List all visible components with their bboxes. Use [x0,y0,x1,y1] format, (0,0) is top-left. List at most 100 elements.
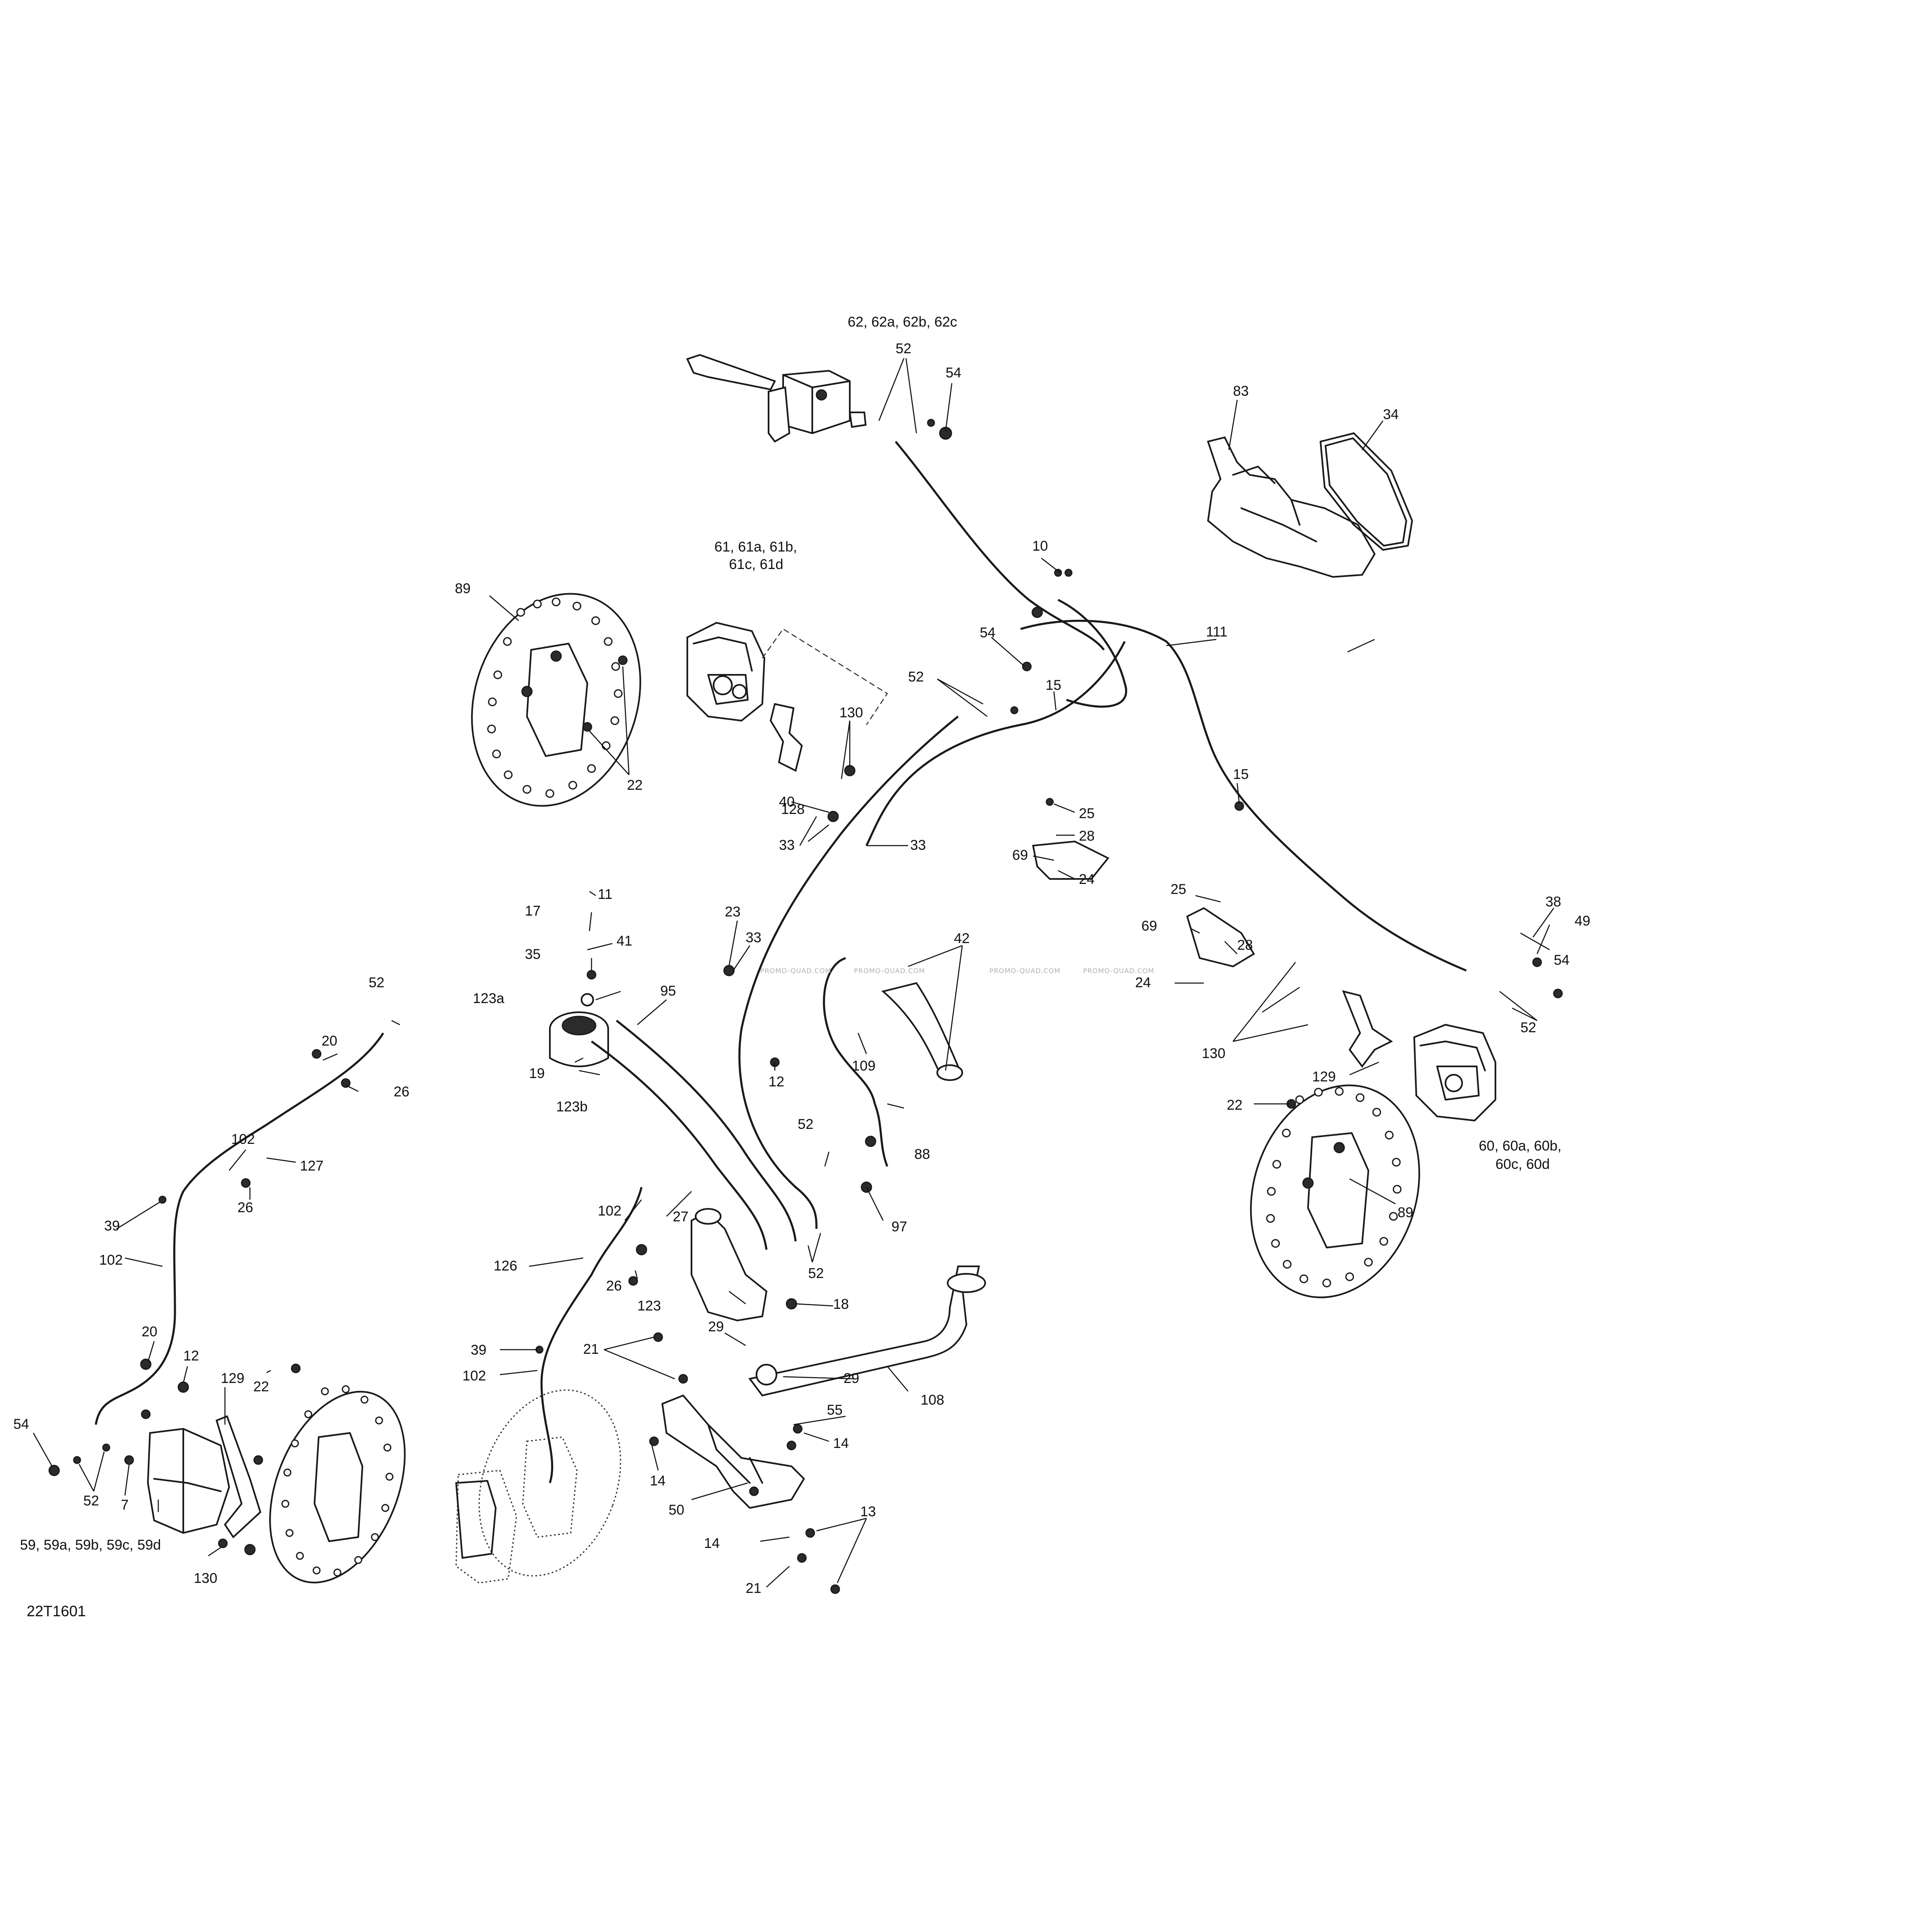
callout-14: 14 [704,1535,720,1551]
callout-52: 52 [808,1266,824,1281]
master-cylinder-rear [691,1208,768,1322]
callout-102: 102 [462,1368,486,1384]
callout-49: 49 [1575,913,1590,929]
callout-29: 29 [708,1319,724,1335]
callout-39: 39 [104,1218,120,1234]
fasteners [48,419,1563,1594]
callout-54: 54 [13,1416,29,1432]
callout-33: 33 [910,837,926,853]
callout-130: 130 [839,705,863,721]
brake-disc-rear-left [269,1385,406,1584]
pedal-bracket [661,1394,805,1509]
callout-17: 17 [525,903,541,919]
line-clamp-69-upper [1032,840,1110,880]
callout-130: 130 [1202,1046,1226,1061]
callout-54: 54 [1554,952,1570,968]
reservoir-hose [591,1020,797,1250]
callout-24: 24 [1079,871,1095,887]
callout-60: 60, 60a, 60b, [1479,1138,1562,1154]
callout-20: 20 [322,1033,337,1049]
callout-15: 15 [1233,766,1249,782]
callout-28: 28 [1079,828,1095,844]
callout-38: 38 [1545,894,1561,910]
watermark-text: PROMO-QUAD.COM [760,967,831,975]
callout-52: 52 [1520,1020,1536,1036]
callout-23: 23 [725,904,741,920]
callout-126: 126 [494,1258,517,1274]
callout-26: 26 [237,1200,253,1216]
callout-69: 69 [1012,847,1028,863]
callout-83: 83 [1233,383,1249,399]
callout-95: 95 [660,983,676,999]
callout-15: 15 [1046,677,1061,693]
callout-34: 34 [1383,407,1399,422]
callout-50: 50 [669,1502,684,1518]
callout-129: 129 [1312,1069,1336,1085]
callout-123: 123 [637,1298,661,1314]
callout-52: 52 [798,1116,814,1132]
callout-102: 102 [231,1131,255,1147]
rear-brake-line [95,1032,643,1483]
instrument-bracket [1207,436,1376,578]
callout-127: 127 [300,1158,324,1174]
callout-33: 33 [779,837,795,853]
sleeve-42 [881,982,963,1081]
callout-26: 26 [606,1278,622,1294]
callout-27: 27 [673,1209,689,1225]
watermark-text: PROMO-QUAD.COM [989,967,1061,975]
callout-123b: 123b [556,1099,588,1115]
callout-111: 111 [1206,624,1228,640]
callout-24: 24 [1135,975,1151,991]
callout-60-cont: 60c, 60d [1495,1156,1550,1172]
brake-line-main [738,441,1467,1229]
part-callouts: 62, 62a, 62b, 62c 52 54 83 34 61, 61a, 6… [13,314,1590,1596]
callout-18: 18 [833,1296,849,1312]
callout-54: 54 [980,625,996,641]
callout-128: 128 [781,801,805,817]
callout-61: 61, 61a, 61b, [714,539,797,555]
callout-14: 14 [650,1473,666,1489]
callout-10: 10 [1032,538,1048,554]
callout-108: 108 [921,1392,944,1408]
callout-123a: 123a [473,991,504,1006]
callout-54: 54 [946,365,961,381]
callout-28: 28 [1237,937,1253,953]
callout-29: 29 [844,1370,859,1386]
diagram-code: 22T1601 [27,1603,86,1620]
brake-caliper-front-left [686,622,888,772]
brake-caliper-front-right [1342,990,1496,1122]
watermark-text: PROMO-QUAD.COM [854,967,925,975]
callout-69: 69 [1141,918,1157,934]
callout-13: 13 [860,1504,876,1520]
callout-11: 11 [598,886,612,902]
callout-22: 22 [1227,1097,1243,1113]
callout-89: 89 [455,581,471,597]
callout-12: 12 [769,1074,784,1090]
callout-12: 12 [183,1348,199,1364]
callout-21: 21 [583,1341,599,1357]
callout-52: 52 [908,669,924,685]
brake-disc-front-left [471,593,642,807]
callout-26: 26 [394,1084,409,1100]
callout-55: 55 [827,1402,843,1418]
callout-97: 97 [891,1219,907,1235]
gasket-seal [1320,432,1413,551]
brake-disc-rear-dotted [478,1389,622,1577]
handlebar-master-cylinder [686,354,867,443]
callout-21: 21 [746,1580,761,1596]
callout-33: 33 [746,930,761,946]
vent-hose-109 [823,957,889,1167]
callout-20: 20 [142,1324,157,1340]
brake-caliper-rear [147,1415,262,1539]
watermark-text: PROMO-QUAD.COM [1083,967,1154,975]
callout-89: 89 [1398,1205,1413,1221]
brake-pedal [748,1266,986,1397]
brake-caliper-rear-dotted [455,1470,517,1584]
callout-35: 35 [525,946,541,962]
brake-disc-front-right [1250,1084,1420,1298]
line-clamp-69-lower [1186,907,1255,968]
callout-52: 52 [83,1493,99,1509]
callout-61-cont: 61c, 61d [729,557,783,572]
callout-109: 109 [852,1058,876,1074]
